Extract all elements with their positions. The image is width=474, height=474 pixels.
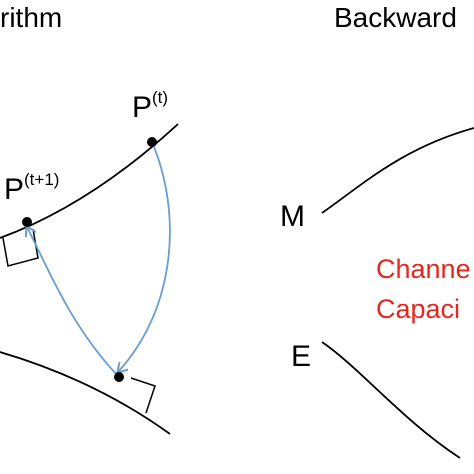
point-p-t1-label: P(t+1): [4, 170, 60, 206]
right-angle-marker-lower: [130, 377, 156, 414]
point-p-t-dot: [147, 137, 157, 147]
left-panel-title: rithm: [0, 2, 63, 33]
capacity-text-line1: Channe: [376, 254, 471, 284]
projection-arrow-up: [27, 227, 119, 377]
label-m: M: [280, 200, 305, 233]
right-panel-title: Backward: [334, 2, 457, 33]
point-p-t-label: P(t): [132, 88, 169, 124]
label-e: E: [291, 340, 312, 373]
point-p-t1-superscript: (t+1): [24, 170, 60, 189]
point-p-t1-dot: [22, 217, 32, 227]
point-lower-dot: [114, 372, 124, 382]
capacity-text-line2: Capaci: [376, 294, 461, 324]
e-curve: [321, 341, 461, 459]
projection-arrow-down: [118, 141, 171, 372]
m-curve: [321, 127, 474, 214]
point-p-t-superscript: (t): [152, 88, 169, 107]
lower-manifold-curve: [0, 351, 171, 435]
